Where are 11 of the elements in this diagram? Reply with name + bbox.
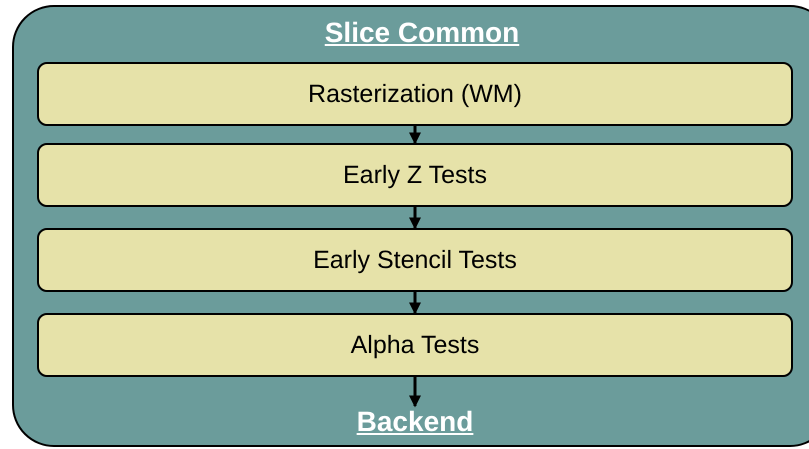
arrow xyxy=(409,377,421,408)
process-box: Rasterization (WM) xyxy=(37,62,793,126)
process-box: Early Stencil Tests xyxy=(37,228,793,292)
container-panel xyxy=(12,5,809,447)
arrow xyxy=(409,292,421,314)
output-label: Backend xyxy=(330,402,500,442)
process-box: Alpha Tests xyxy=(37,313,793,377)
process-box: Early Z Tests xyxy=(37,143,793,207)
arrow xyxy=(409,126,421,144)
panel-title: Slice Common xyxy=(324,17,520,48)
arrow xyxy=(409,207,421,230)
